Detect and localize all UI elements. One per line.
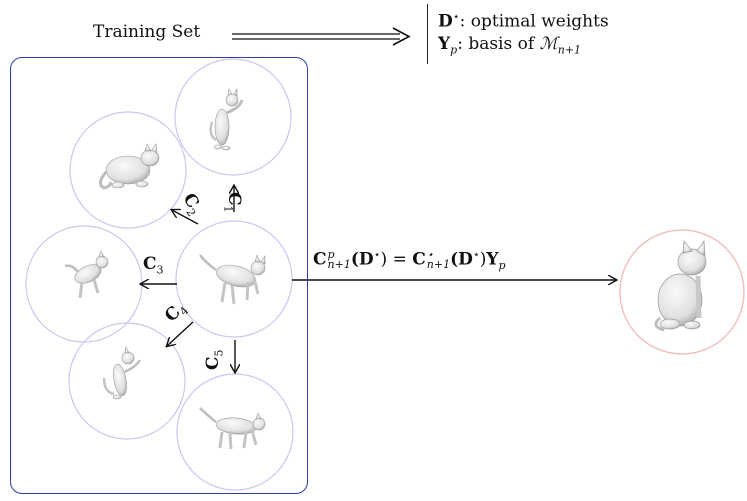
arrow-label-c3-sub: 3 xyxy=(156,263,164,277)
arrow-label-c5-base: C xyxy=(203,356,223,370)
equation-rhs-tail: Y xyxy=(486,249,499,270)
legend: D⋆: optimal weights Yp: basis of ℳn+1 xyxy=(438,6,609,61)
equation-rhs-sup: ⋆ xyxy=(426,248,434,262)
legend-symbol-y-sub: p xyxy=(450,43,458,57)
legend-symbol-d-sup: ⋆ xyxy=(452,10,460,23)
equation-lhs-base: C xyxy=(313,249,327,270)
legend-item-basis: Yp: basis of ℳn+1 xyxy=(438,33,609,61)
double-arrow-icon xyxy=(232,27,411,46)
training-set-label: Training Set xyxy=(93,22,201,42)
arrow-label-c3: C3 xyxy=(143,254,164,276)
pose-circle-5 xyxy=(176,373,294,491)
cat-pose-icon xyxy=(199,407,266,450)
equation-lhs-close: ) xyxy=(380,249,388,270)
equation-rhs-arg: (D xyxy=(450,249,473,270)
cat-pose-icon xyxy=(209,87,244,151)
arrow-label-c5: C5 xyxy=(203,349,225,370)
arrow-label-c5-sub: 5 xyxy=(212,349,226,357)
legend-manifold-symbol: ℳ xyxy=(539,33,558,54)
pose-circle-center xyxy=(175,220,293,338)
equation-rhs-tail-sub: p xyxy=(498,259,506,273)
cat-pose-icon xyxy=(99,143,160,190)
legend-symbol-y: Y xyxy=(438,33,451,54)
pose-circle-1 xyxy=(174,58,292,176)
equation-lhs-arg: (D xyxy=(350,249,374,270)
equation-equals: = xyxy=(387,249,413,270)
legend-text-basis: : basis of xyxy=(457,33,540,54)
arrow-label-c3-base: C xyxy=(143,254,157,274)
cat-pose-icon xyxy=(198,254,266,305)
equation-lhs-sup: p xyxy=(327,248,335,262)
equation-lhs-arg-sup: ⋆ xyxy=(373,248,381,261)
training-set-box xyxy=(10,57,308,494)
equation-rhs-sub: n+1 xyxy=(426,258,451,272)
equation-lhs-sub: n+1 xyxy=(327,258,351,272)
legend-manifold-sub: n+1 xyxy=(557,43,582,57)
arrow-c4 xyxy=(167,321,194,346)
equation-rhs-close: ) xyxy=(479,249,487,270)
output-circle xyxy=(619,229,745,355)
pose-circle-3 xyxy=(25,225,143,343)
cat-sitting-icon xyxy=(654,239,707,332)
pose-circle-2 xyxy=(69,111,187,229)
cat-pose-icon xyxy=(64,250,109,299)
arrow-c2 xyxy=(172,210,199,225)
legend-symbol-d: D xyxy=(438,11,453,32)
arrow-label-c1-base: C xyxy=(224,192,244,206)
legend-item-optimal-weights: D⋆: optimal weights xyxy=(438,6,609,33)
equation-rhs-arg-sup: ⋆ xyxy=(472,248,480,261)
legend-divider xyxy=(427,4,428,64)
cat-pose-icon xyxy=(102,346,142,400)
pose-circle-4 xyxy=(68,322,186,440)
equation-rhs-base: C xyxy=(412,249,426,270)
legend-text-optimal-weights: : optimal weights xyxy=(459,11,609,32)
arrow-label-c1: C1 xyxy=(222,192,244,213)
arrow-label-c1-sub: 1 xyxy=(221,205,235,213)
